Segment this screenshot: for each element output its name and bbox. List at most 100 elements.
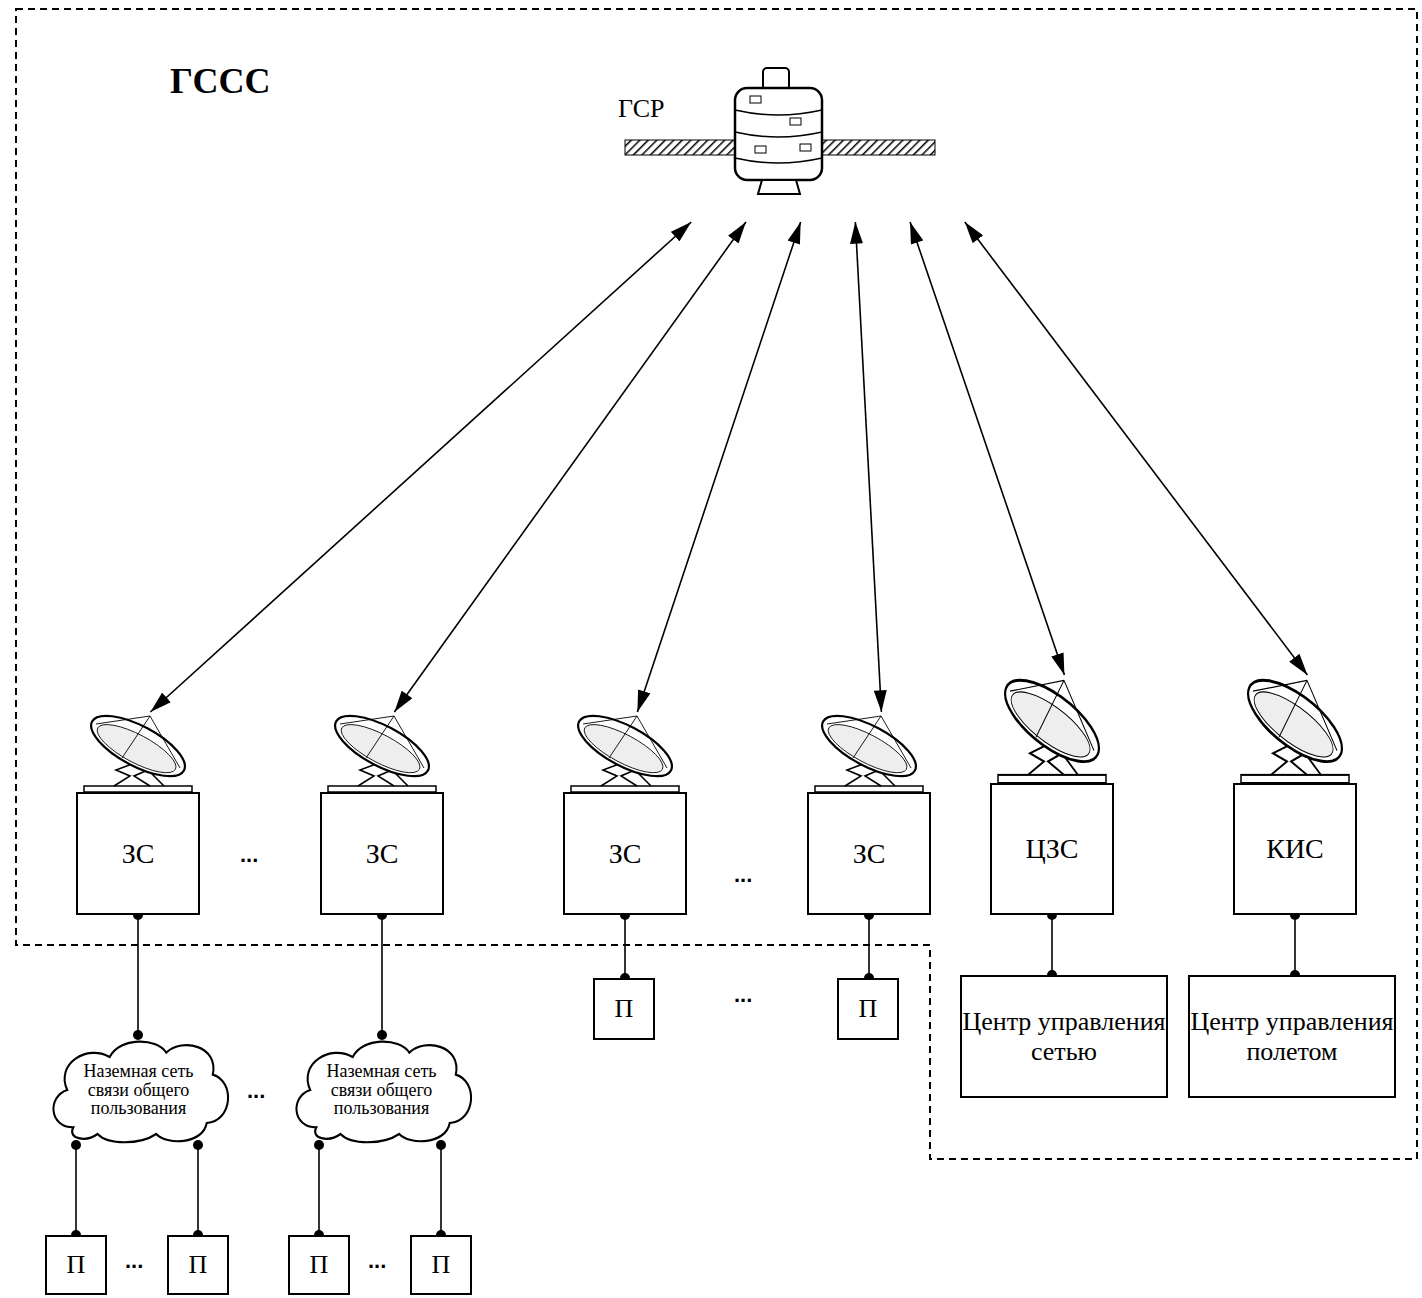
station-box: ЗС xyxy=(320,792,444,915)
connector-line xyxy=(197,1145,199,1235)
antenna-dish xyxy=(1240,664,1351,778)
station-box: ЗС xyxy=(807,792,931,915)
station-box: КИС xyxy=(1233,783,1357,915)
network-cloud: Наземная сеть связи общего пользования xyxy=(45,1035,232,1145)
connector-line xyxy=(394,222,746,712)
satellite-body xyxy=(735,88,822,180)
connector-line xyxy=(637,222,800,712)
connector xyxy=(377,910,387,1040)
process-box: П xyxy=(288,1235,350,1295)
ellipsis-label: ... xyxy=(247,1078,265,1104)
connector-line xyxy=(868,915,870,978)
connector-line xyxy=(855,222,881,712)
junction-dot xyxy=(71,1140,81,1150)
node-text: ЗС xyxy=(853,838,886,870)
connector-line xyxy=(318,1145,320,1235)
ellipsis-label: ... xyxy=(734,982,752,1008)
node-text: Центр управления полетом xyxy=(1190,1007,1394,1067)
node-text: П xyxy=(310,1250,329,1280)
connector xyxy=(1290,910,1300,980)
connector-line xyxy=(624,915,626,978)
connector xyxy=(637,222,800,712)
ellipsis-label: ... xyxy=(734,862,752,888)
antenna-drawing xyxy=(990,675,1114,783)
process-box: П xyxy=(45,1235,107,1295)
connector xyxy=(314,1140,324,1240)
antenna-dish xyxy=(83,704,194,788)
antenna-feed xyxy=(340,716,424,768)
node-text: ГССС xyxy=(170,60,270,102)
earth-station: ЗС xyxy=(807,712,931,915)
satellite-nozzle xyxy=(758,180,800,194)
dish-inner xyxy=(822,716,913,782)
node-text: КИС xyxy=(1266,833,1324,865)
station-box: ЗС xyxy=(76,792,200,915)
process-box: Центр управления сетью xyxy=(960,975,1168,1098)
connector xyxy=(71,1140,81,1240)
process-box: П xyxy=(167,1235,229,1295)
ellipsis-label: ... xyxy=(240,842,258,868)
node-text: Центр управления сетью xyxy=(962,1007,1166,1067)
node-text: ГСР xyxy=(618,94,665,124)
boundary-outline xyxy=(15,8,1418,1160)
node-text: ЗС xyxy=(366,838,399,870)
antenna-base xyxy=(1241,775,1349,783)
connector-line xyxy=(381,915,383,1035)
connector-line xyxy=(1051,915,1053,975)
antenna-dish xyxy=(814,704,925,788)
satellite-relay: ГСР xyxy=(600,60,980,222)
body-band xyxy=(735,110,822,163)
antenna-feed xyxy=(583,716,667,768)
connector xyxy=(855,222,881,712)
antenna-feed xyxy=(1253,680,1337,750)
earth-station: ЗС xyxy=(563,712,687,915)
antenna-drawing xyxy=(807,712,931,792)
connector-line xyxy=(150,222,691,712)
connector-line xyxy=(910,222,1064,675)
junction-dot xyxy=(436,1140,446,1150)
station-box: ЗС xyxy=(563,792,687,915)
earth-station: ЗС xyxy=(76,712,200,915)
station-box: ЦЗС xyxy=(990,783,1114,915)
connector xyxy=(1047,910,1057,980)
connector xyxy=(965,222,1308,675)
connector-line xyxy=(137,915,139,1035)
antenna-feed xyxy=(827,716,911,768)
process-box: П xyxy=(837,978,899,1040)
junction-dot xyxy=(314,1140,324,1150)
node-text: П xyxy=(67,1250,86,1280)
connector xyxy=(864,910,874,983)
dish-inner xyxy=(578,716,669,782)
process-box: П xyxy=(593,978,655,1040)
satellite-drawing xyxy=(600,60,980,222)
satellite-window xyxy=(755,146,766,153)
earth-station: КИС xyxy=(1233,675,1357,915)
process-box: Центр управления полетом xyxy=(1188,975,1396,1098)
antenna-feed xyxy=(1010,680,1094,750)
connector xyxy=(436,1140,446,1240)
process-box: П xyxy=(410,1235,472,1295)
antenna-dish xyxy=(997,664,1108,778)
solar-panel xyxy=(625,140,735,155)
dish-inner xyxy=(335,716,426,782)
satellite-window xyxy=(800,144,811,151)
junction-dot xyxy=(377,1030,387,1040)
antenna-drawing xyxy=(320,712,444,792)
dish-inner xyxy=(1248,680,1339,769)
connector-line xyxy=(965,222,1308,675)
ellipsis-label: ... xyxy=(368,1248,386,1274)
connector xyxy=(193,1140,203,1240)
earth-station: ЦЗС xyxy=(990,675,1114,915)
antenna-drawing xyxy=(1233,675,1357,783)
dish-inner xyxy=(91,716,182,782)
satellite-window xyxy=(790,118,801,125)
connector-line xyxy=(75,1145,77,1235)
connector xyxy=(133,910,143,1040)
node-text: П xyxy=(432,1250,451,1280)
earth-station: ЗС xyxy=(320,712,444,915)
ellipsis-label: ... xyxy=(125,1248,143,1274)
satellite-antenna xyxy=(763,68,789,90)
node-text: ЦЗС xyxy=(1026,833,1079,865)
connector xyxy=(150,222,691,712)
